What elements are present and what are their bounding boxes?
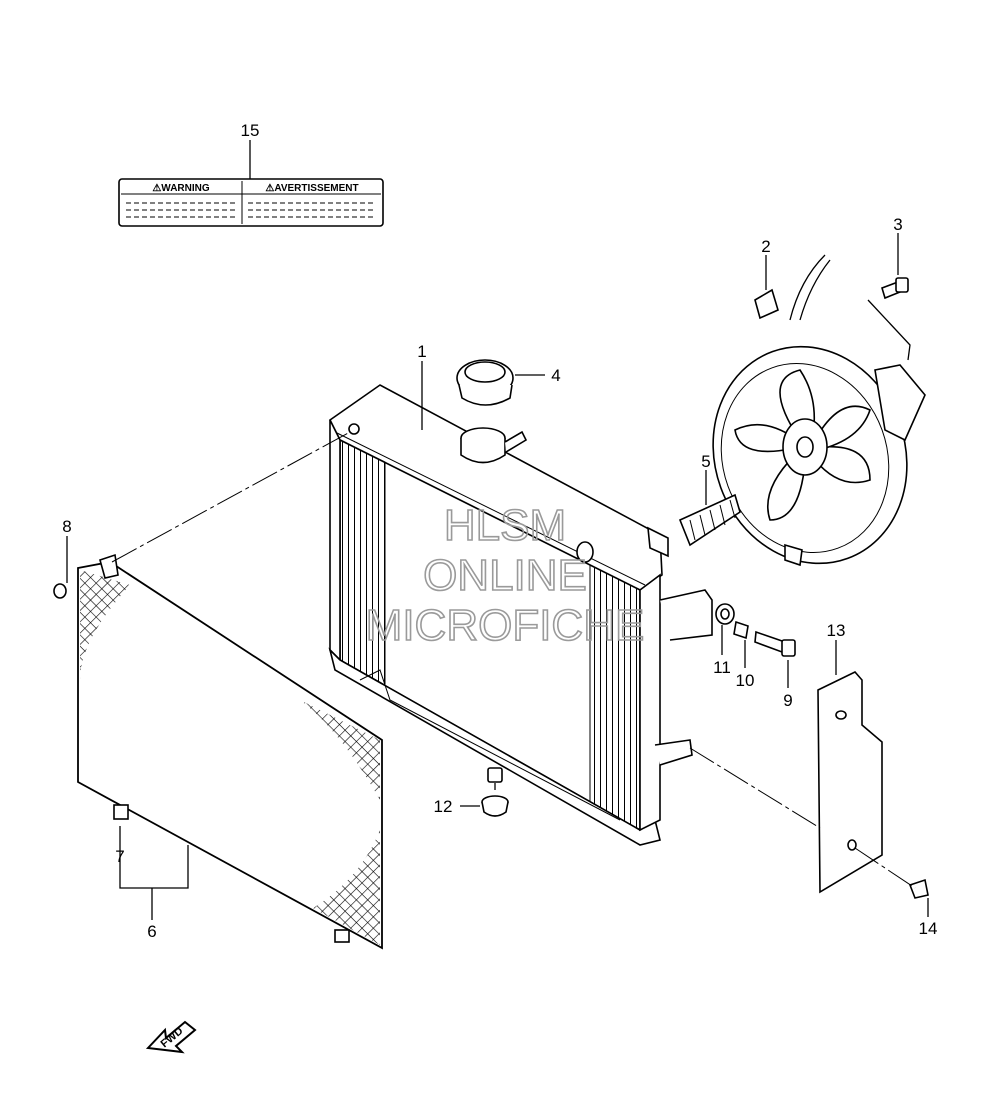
callout-1: 1 [417, 342, 426, 361]
watermark-line1: HLSM [444, 501, 566, 550]
fwd-arrow: FWD [145, 1020, 197, 1054]
watermark-line2: ONLINE [423, 551, 587, 600]
callout-3: 3 [893, 215, 902, 234]
hose-part [678, 493, 741, 547]
alignment-lines [111, 431, 916, 889]
callout-6: 6 [147, 922, 156, 941]
bracket-plate-part [817, 671, 883, 894]
watermark-line3: MICROFICHE [366, 601, 645, 650]
callout-15: 15 [241, 121, 260, 140]
radiator-cap-part [456, 359, 514, 406]
screw-part-8 [53, 583, 67, 599]
leader-lines [66, 140, 929, 920]
clip-part-14 [908, 878, 929, 899]
callout-7: 7 [115, 847, 124, 866]
bolt-part-3 [881, 277, 909, 300]
warning-label-left-text: ⚠WARNING [152, 183, 210, 194]
warning-label-part: ⚠WARNING ⚠AVERTISSEMENT [118, 178, 384, 227]
callout-10: 10 [736, 671, 755, 690]
watermark: HLSM ONLINE MICROFICHE [365, 500, 645, 651]
warning-label-right-text: ⚠AVERTISSEMENT [265, 183, 358, 194]
callout-2: 2 [761, 237, 770, 256]
callout-8: 8 [62, 517, 71, 536]
bolt-part-9 [754, 630, 796, 657]
callout-5: 5 [701, 452, 710, 471]
grommet-part-11 [715, 603, 735, 625]
callout-9: 9 [783, 691, 792, 710]
callout-4: 4 [551, 366, 560, 385]
cooling-fan-part [712, 254, 926, 567]
grommet-part-12 [481, 795, 509, 817]
callout-13: 13 [827, 621, 846, 640]
callouts: 15 1 2 3 4 5 6 7 8 9 10 11 12 13 14 [62, 121, 937, 941]
collar-part-10 [733, 620, 749, 640]
radiator-part [328, 384, 713, 846]
callout-11: 11 [713, 658, 731, 677]
callout-12: 12 [434, 797, 453, 816]
callout-14: 14 [919, 919, 938, 938]
